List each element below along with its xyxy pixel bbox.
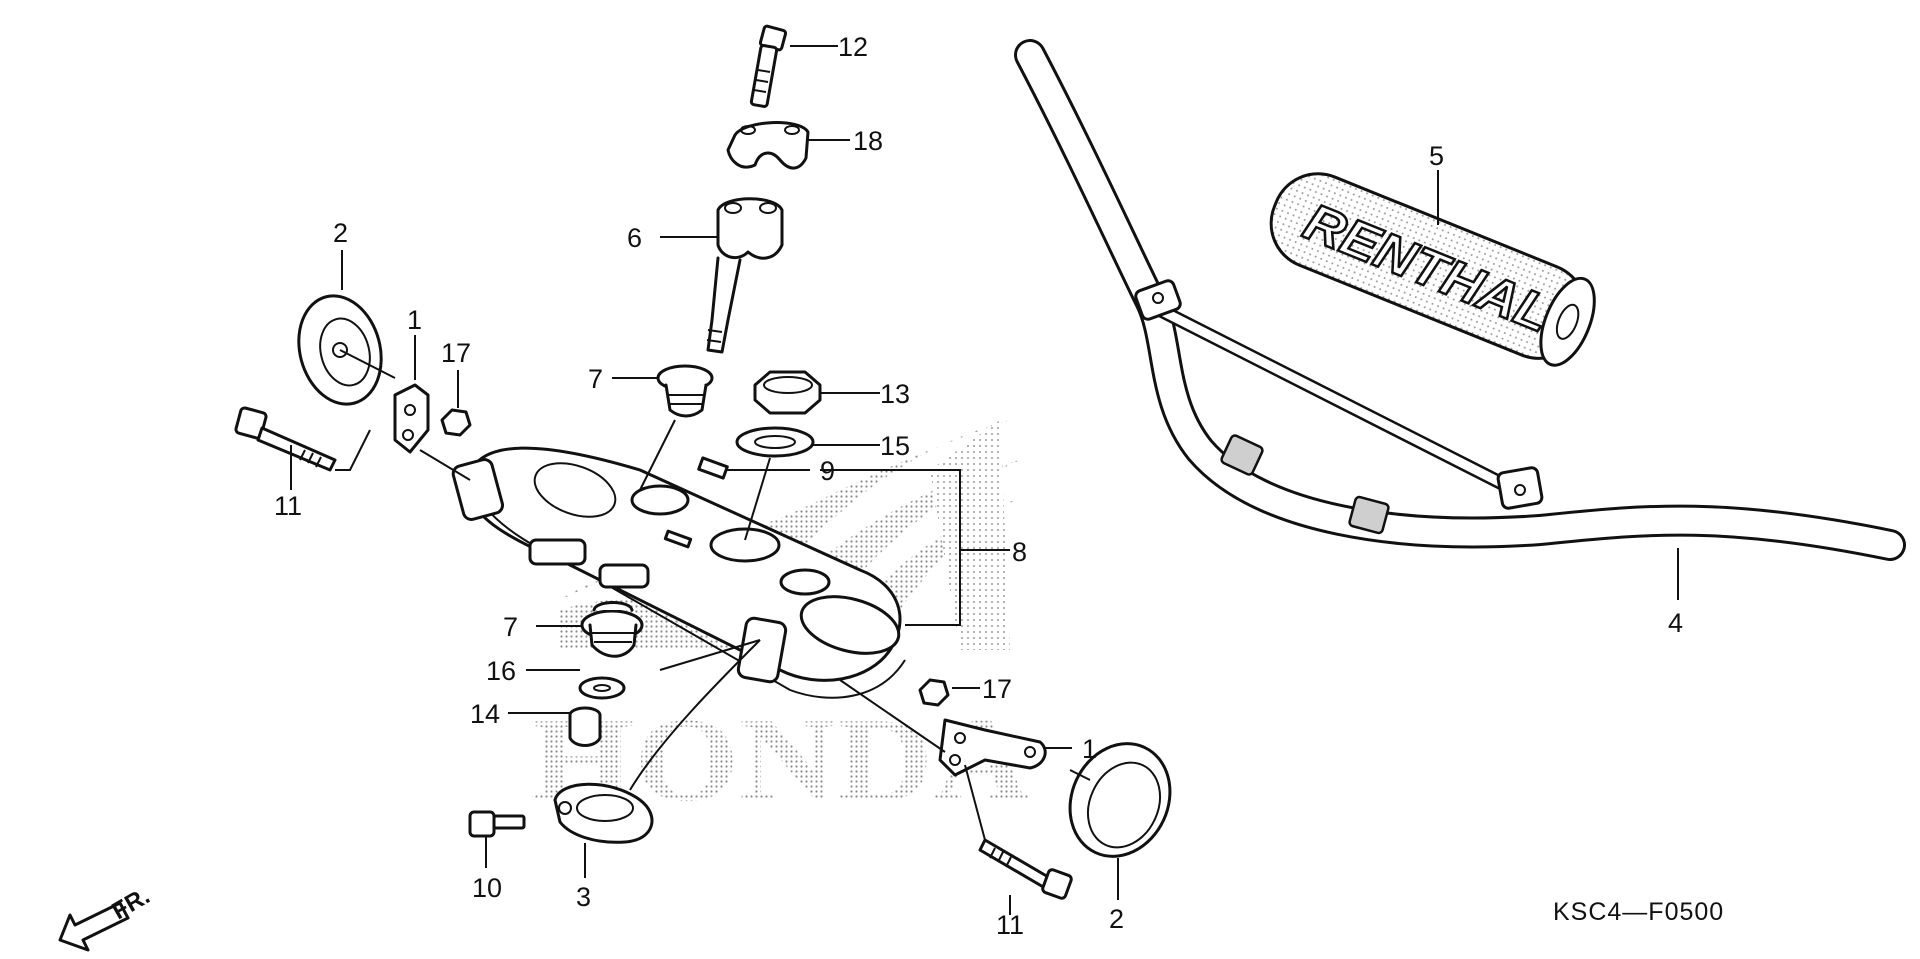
part-12-bolt (749, 24, 788, 108)
part-10-bolt (468, 810, 526, 838)
part-3-clamp (553, 782, 654, 844)
part-17-nut-left (440, 408, 472, 437)
callout-12: 12 (838, 32, 868, 62)
callout-leaders (290, 45, 1679, 915)
callout-7: 7 (503, 612, 518, 642)
part-4-handlebar (1014, 39, 1906, 561)
assembly-guide-lines (335, 419, 986, 841)
knurled-band-2 (1348, 495, 1390, 535)
callout-labels: 12 18 6 2 1 17 11 7 13 15 9 8 7 16 14 10… (274, 32, 1683, 940)
callout-10: 10 (472, 873, 502, 903)
callout-14: 14 (470, 699, 500, 729)
callout-7: 7 (588, 364, 603, 394)
part-5-renthal-pad: RENTHAL (1269, 172, 1596, 367)
callout-13: 13 (880, 379, 910, 409)
callout-8: 8 (1012, 537, 1027, 567)
callout-2: 2 (333, 218, 348, 248)
part-13-nut (753, 370, 822, 415)
part-15-washer (735, 426, 815, 458)
callout-17: 17 (441, 338, 471, 368)
part-11-bolt-left (234, 406, 337, 472)
knurled-band-1 (1220, 434, 1264, 476)
part-18-upper-holder (726, 121, 810, 170)
part-9-plate (697, 456, 729, 480)
callout-16: 16 (486, 656, 516, 686)
crossbar-clamp-left (1134, 279, 1182, 321)
part-2-cap-right (1068, 742, 1172, 858)
callout-9: 9 (820, 456, 835, 486)
part-17-nut-right (918, 678, 950, 707)
callout-17: 17 (982, 674, 1012, 704)
part-8-top-bridge (451, 446, 906, 699)
crossbar-clamp-right (1496, 466, 1544, 510)
part-6-lower-holder (706, 197, 784, 354)
part-14-collar (568, 706, 602, 747)
part-16-washer (578, 676, 626, 700)
part-1-bracket-right (938, 718, 1047, 777)
callout-6: 6 (627, 223, 642, 253)
callout-3: 3 (576, 882, 591, 912)
part-2-cap-left (297, 294, 396, 406)
callout-18: 18 (853, 126, 883, 156)
callout-15: 15 (880, 431, 910, 461)
part-1-bracket-left (393, 383, 430, 454)
callout-5: 5 (1429, 141, 1444, 171)
part-11-bolt-right (978, 838, 1073, 900)
callout-11: 11 (996, 910, 1024, 940)
callout-1: 1 (1082, 734, 1097, 764)
callout-4: 4 (1668, 608, 1683, 638)
callout-1: 1 (407, 305, 422, 335)
part-7-bushing-upper (656, 364, 714, 418)
front-arrow-icon: FR. (58, 882, 154, 952)
callout-11: 11 (274, 491, 302, 521)
part-7-bushing-lower (580, 601, 644, 658)
callout-2: 2 (1109, 904, 1124, 934)
drawing-code: KSC4—F0500 (1553, 898, 1724, 926)
